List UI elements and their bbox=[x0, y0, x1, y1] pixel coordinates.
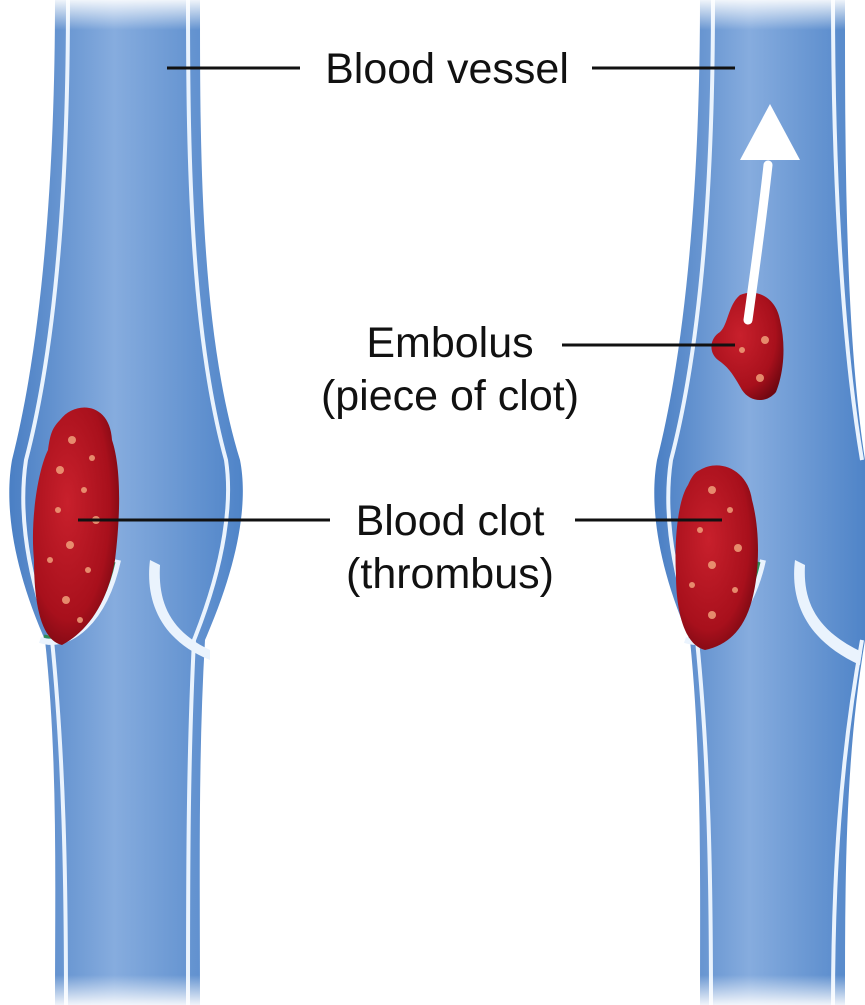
label-blood-vessel-group: Blood vessel bbox=[167, 45, 735, 93]
bottom-fade bbox=[0, 975, 865, 1005]
label-embolus: Embolus bbox=[366, 319, 533, 367]
left-blood-vessel bbox=[9, 0, 243, 1005]
top-fade bbox=[0, 0, 865, 30]
label-embolus-sub: (piece of clot) bbox=[321, 372, 579, 420]
label-blood-vessel: Blood vessel bbox=[325, 45, 569, 93]
right-blood-vessel bbox=[654, 0, 865, 1005]
label-thrombus: (thrombus) bbox=[346, 550, 554, 598]
label-blood-clot: Blood clot bbox=[356, 497, 545, 545]
